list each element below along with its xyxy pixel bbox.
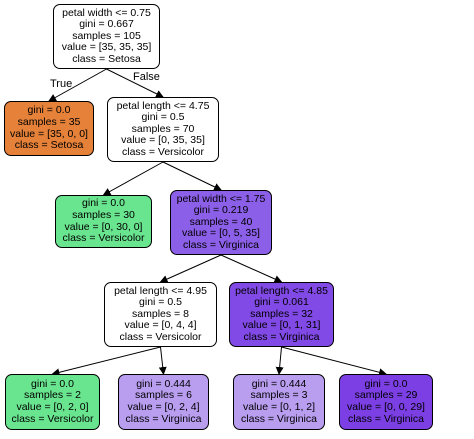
node-text-line: gini = 0.5 <box>141 111 185 124</box>
node-text-line: samples = 32 <box>250 307 313 320</box>
node-text-line: samples = 6 <box>135 389 192 402</box>
node-text-line: class = Virginica <box>241 412 317 425</box>
tree-edge <box>51 346 161 377</box>
node-text-line: gini = 0.061 <box>254 296 309 309</box>
node-text-line: samples = 30 <box>72 208 135 221</box>
node-text-line: samples = 2 <box>24 389 81 402</box>
node-text-line: value = [0, 2, 0] <box>16 401 89 413</box>
node-text-line: petal width <= 0.75 <box>62 6 151 19</box>
node-text-line: gini = 0.0 <box>364 377 408 390</box>
edge-label-false: False <box>133 71 160 83</box>
node-text-line: gini = 0.667 <box>79 18 134 31</box>
node-text-line: class = Versicolor <box>119 330 202 343</box>
tree-edge <box>48 68 107 102</box>
node-text-line: petal length <= 4.85 <box>235 284 328 297</box>
node-text-line: value = [0, 35, 35] <box>121 134 205 147</box>
node-text-line: class = Setosa <box>14 139 84 152</box>
tree-edge <box>220 254 283 283</box>
node-text-line: value = [35, 35, 35] <box>61 41 152 54</box>
node-text-line: petal width <= 1.75 <box>176 192 266 205</box>
node-text-line: value = [0, 1, 31] <box>242 319 321 332</box>
tree-edge <box>275 346 284 375</box>
node-text-line: class = Versicolor <box>11 412 94 425</box>
node-text-line: class = Virginica <box>348 412 424 425</box>
node-text-line: gini = 0.0 <box>82 197 125 210</box>
node-text-line: class = Virginica <box>243 330 320 343</box>
node-text-line: petal length <= 4.95 <box>114 284 207 297</box>
node-text-line: samples = 105 <box>72 29 141 42</box>
node-text-line: gini = 0.0 <box>27 104 71 117</box>
tree-edge <box>102 161 164 196</box>
node-text-line: gini = 0.5 <box>139 296 182 309</box>
node-text-line: class = Virginica <box>183 238 259 251</box>
node-text-line: samples = 35 <box>17 115 81 128</box>
tree-edge <box>162 161 222 191</box>
node-text-line: value = [0, 5, 35] <box>182 227 260 240</box>
tree-edge <box>158 346 167 375</box>
tree-edge <box>106 68 164 98</box>
node-text-line: gini = 0.444 <box>251 377 307 390</box>
node-text-line: gini = 0.444 <box>136 377 191 390</box>
tree-edge <box>281 346 387 377</box>
node-text-line: class = Setosa <box>72 52 141 65</box>
node-text-line: value = [0, 30, 0] <box>64 220 143 233</box>
node-text-line: value = [0, 0, 29] <box>347 401 425 413</box>
node-text-line: samples = 29 <box>354 389 418 402</box>
node-text-line: value = [0, 1, 2] <box>242 401 316 413</box>
tree-edge <box>159 254 222 283</box>
node-text-line: petal length <= 4.75 <box>116 99 210 112</box>
node-text-line: class = Versicolor <box>122 145 204 158</box>
node-text-line: samples = 8 <box>132 307 189 320</box>
node-text-line: samples = 3 <box>250 389 308 402</box>
node-text-line: value = [0, 4, 4] <box>124 319 197 332</box>
node-text-line: samples = 70 <box>131 122 195 135</box>
node-text-line: value = [35, 0, 0] <box>10 127 88 140</box>
edge-label-true: True <box>50 78 73 90</box>
node-text-line: gini = 0.0 <box>31 377 74 390</box>
node-text-line: samples = 40 <box>189 215 253 228</box>
node-text-line: gini = 0.219 <box>193 204 249 217</box>
node-text-line: class = Versicolor <box>62 232 145 245</box>
node-text-line: class = Virginica <box>125 412 202 425</box>
node-text-line: value = [0, 2, 4] <box>127 401 200 413</box>
